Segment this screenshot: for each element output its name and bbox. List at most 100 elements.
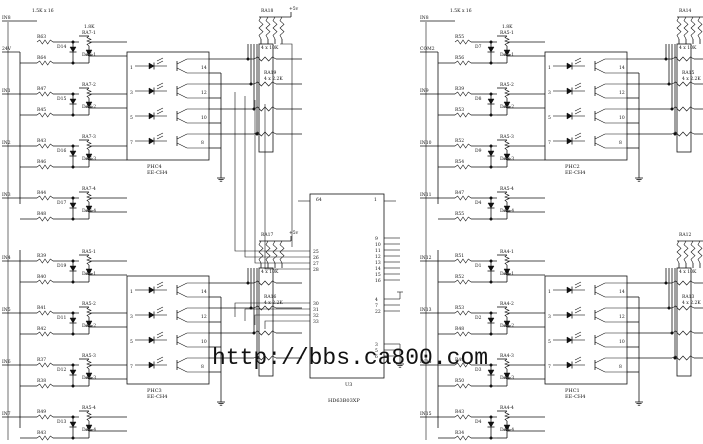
resistor-label: R39 (455, 86, 464, 92)
resistor-symbol (454, 91, 472, 97)
ra-value: 1.8K (84, 24, 95, 30)
resistor-symbol (676, 16, 682, 40)
diode-symbol (69, 46, 77, 53)
junction-dot (489, 92, 493, 96)
resistor-symbol (36, 216, 54, 222)
resistor-symbol (258, 16, 264, 40)
light-arrow (156, 281, 164, 286)
transistor-emitter (176, 67, 188, 74)
resistor-symbol (36, 195, 54, 201)
junction-dot (71, 280, 75, 284)
diode-label: D15 (57, 96, 66, 102)
resistor-symbol (454, 112, 472, 118)
pin-number: 12 (201, 314, 207, 320)
resistor-symbol (36, 258, 54, 264)
mcu-pin-number: 28 (313, 267, 319, 273)
resistor-symbol (272, 16, 278, 40)
transistor-emitter (594, 316, 606, 323)
junction-dot (489, 196, 493, 200)
ra-network-label: RA17 (261, 232, 274, 238)
resistor-symbol (253, 81, 277, 87)
transistor-collector (594, 282, 606, 289)
resistor-label: R40 (37, 274, 46, 280)
pin-number: 8 (201, 140, 204, 146)
transistor-collector (176, 332, 188, 339)
resistor-symbol (454, 216, 472, 222)
mcu-pin-number: 30 (313, 301, 319, 307)
resistor-symbol (272, 240, 278, 264)
bus-wire (234, 302, 292, 317)
pin-number: 1 (548, 65, 551, 71)
pin-number: 14 (201, 65, 207, 71)
diode-symbol (69, 265, 77, 272)
ra-label: RA4-1 (500, 249, 514, 255)
resistor-symbol (454, 39, 472, 45)
junction-dot (489, 311, 493, 315)
diode-symbol (487, 98, 495, 105)
pin-number: 3 (130, 314, 133, 320)
input-label: IN8 (2, 15, 11, 21)
resistor-symbol (454, 414, 472, 420)
opto-chip-type: EE-CH4 (147, 170, 167, 176)
junction-dot (489, 61, 493, 65)
resistor-symbol (504, 306, 510, 318)
light-arrow (156, 132, 164, 137)
mcu-pin-number: 22 (375, 309, 381, 315)
diode-label: D3 (475, 367, 482, 373)
transistor-emitter (176, 92, 188, 99)
ra-label: RA7-3 (82, 134, 96, 140)
resistor-symbol (504, 254, 510, 266)
opto-chip-label: PHC2 (565, 164, 580, 170)
transistor-collector (594, 307, 606, 314)
resistor-symbol (690, 240, 696, 264)
transistor-emitter (594, 67, 606, 74)
pin-number: 7 (130, 140, 133, 146)
resistor-symbol (36, 112, 54, 118)
transistor-emitter (594, 366, 606, 373)
resistor-symbol (279, 16, 285, 40)
input-label: IN7 (2, 411, 11, 417)
opto-chip-type: EE-CH4 (565, 170, 585, 176)
resistor-symbol (86, 87, 92, 99)
ra-value: 1.8K (502, 24, 513, 30)
ra-label: RA5-3 (82, 353, 96, 359)
resistor-label: R43 (37, 138, 46, 144)
resistor-symbol (671, 355, 695, 361)
junction-dot (71, 92, 75, 96)
diode-label: D19 (57, 263, 66, 269)
bus-wire (244, 96, 292, 258)
pin-number: 14 (619, 65, 625, 71)
resistor-symbol (504, 35, 510, 47)
transistor-emitter (176, 117, 188, 124)
junction-dot (489, 40, 493, 44)
diode-symbol (85, 101, 93, 108)
watermark-text: http://bbs.ca800.com (212, 345, 488, 371)
pin-number: 8 (619, 364, 622, 370)
opto-chip-phc3 (126, 275, 210, 385)
junction-dot (71, 436, 75, 440)
mcu-pin-number: 4 (375, 297, 378, 303)
resistor-symbol (454, 435, 472, 441)
resistor-symbol (454, 383, 472, 389)
opto-chip-phc1 (544, 275, 628, 385)
light-arrow (574, 60, 582, 65)
resistor-symbol (697, 240, 703, 264)
bus-wire (254, 314, 292, 325)
mcu-pin-number: 32 (313, 313, 319, 319)
junction-dot (489, 436, 493, 440)
diode-symbol (69, 202, 77, 209)
ra-label: RA7-4 (82, 186, 96, 192)
ra-label: RA5-4 (500, 186, 514, 192)
pin-number: 3 (548, 90, 551, 96)
pin-number: 3 (548, 314, 551, 320)
ra-network-label: RA13 (682, 294, 695, 300)
resistor-symbol (504, 410, 510, 422)
ra-label: RA5-3 (500, 134, 514, 140)
ra-label: RA7-2 (82, 82, 96, 88)
resistor-label: R64 (37, 55, 46, 61)
junction-dot (71, 61, 75, 65)
diode-label: D9 (475, 148, 482, 154)
light-arrow (156, 110, 164, 115)
